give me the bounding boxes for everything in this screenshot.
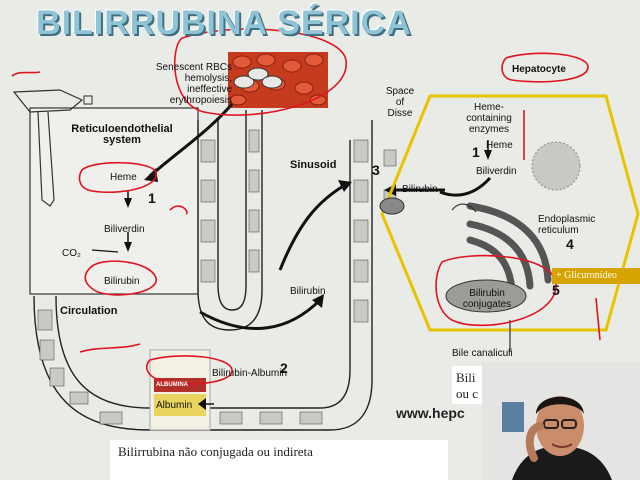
step-4: 4 (566, 236, 574, 252)
bilirubin-hepatocyte-label: Bilirubin (402, 184, 438, 195)
website-label: www.hepc (396, 405, 465, 421)
hepatocyte-outline (380, 94, 640, 332)
bilirubin-sinusoid-label: Bilirubin (290, 286, 326, 297)
red-annotations (11, 28, 601, 385)
step-3: 3 (372, 162, 380, 178)
step-1-reticulo: 1 (148, 190, 156, 206)
biliverdin-hepatocyte-label: Biliverdin (476, 166, 517, 177)
biliverdin-label: Biliverdin (104, 224, 145, 235)
glucuronide-annotation: + Glicuronídeo (552, 268, 640, 284)
circulation-label: Circulation (60, 305, 118, 317)
reticuloendothelial-box (29, 107, 199, 295)
bone-sketch-icon (37, 111, 55, 207)
step-5: 5 (552, 282, 560, 298)
liver-sketch-icon (12, 89, 84, 113)
bile-canaliculi-label: Bile canaliculi (452, 348, 513, 359)
bilirubin-conjugates-vesicle (445, 279, 527, 313)
albumin-label: Albumin (156, 400, 193, 411)
step-2: 2 (280, 360, 288, 376)
nucleus-icon (531, 141, 581, 191)
step-1-hepatocyte: 1 (472, 144, 480, 160)
endoplasmic-reticulum-label: Endoplasmic reticulum (538, 214, 596, 236)
slide-title: BILIRRUBINA SÉRICA (36, 4, 412, 42)
heme-label: Heme (110, 172, 137, 183)
senescent-rbcs-label: Senescent RBCs hemolysis, ineffective er… (155, 62, 232, 106)
circulation-vessel (33, 110, 373, 431)
bilirubin-conjugates-label: Bilirubin conjugates (462, 288, 512, 310)
bilirubin-reticulo-label: Bilirubin (104, 276, 140, 287)
heme-enzymes-label: Heme-containing enzymes (466, 102, 512, 135)
bilirubin-albumin-label: Bilirubin-Albumin (212, 368, 288, 379)
hepatocyte-label: Hepatocyte (512, 64, 566, 75)
reticuloendothelial-label: Reticuloendothelial system (71, 123, 173, 146)
space-of-disse-label: Space of Disse (385, 86, 415, 119)
unconjugated-caption: Bilirrubina não conjugada ou indireta (110, 440, 448, 480)
presenter-video-icon (482, 362, 640, 480)
sinusoid-label: Sinusoid (290, 159, 337, 171)
co2-label: CO₂ (62, 248, 81, 259)
albumina-box-label: ALBUMINA (156, 382, 188, 388)
heme-hepatocyte-label: Heme (486, 140, 513, 151)
